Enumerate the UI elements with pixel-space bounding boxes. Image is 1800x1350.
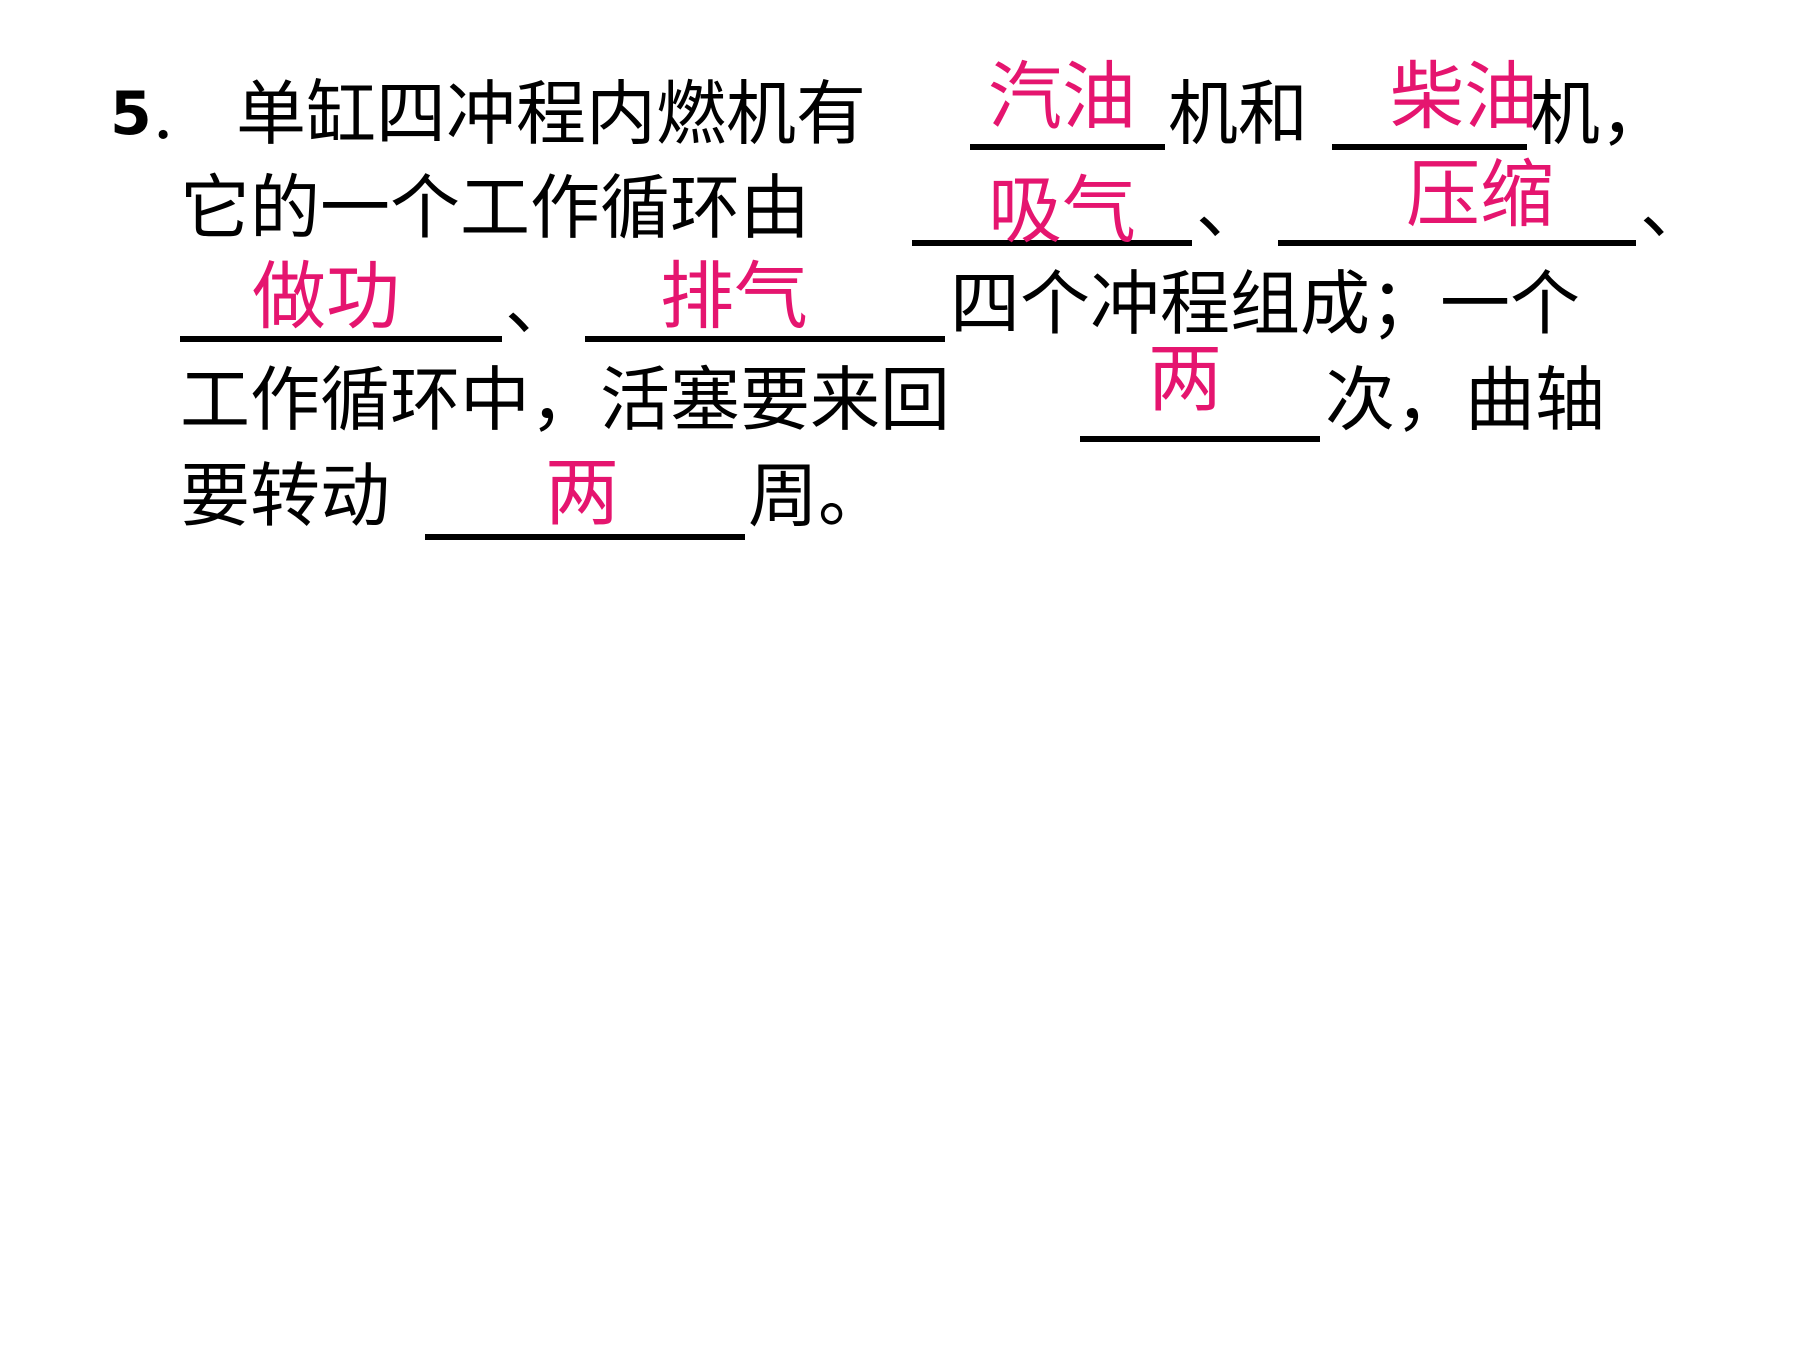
blank-4 <box>1278 240 1636 246</box>
question-line-5: 要转动 周。 <box>0 446 1800 546</box>
question-text-2-2: 、 <box>1196 167 1266 249</box>
question-text-2-1: 它的一个工作循环由 <box>180 167 810 249</box>
answer-8: 两 <box>545 450 619 536</box>
question-text-1-2: 机和 <box>1168 73 1308 155</box>
question-text-5-2: 周。 <box>748 455 888 537</box>
question-line-1: 5 . 单缸四冲程内燃机有 机和 机， <box>0 64 1800 164</box>
question-text-3-1: 、 <box>505 263 575 345</box>
question-line-3: 、 四个冲程组成；一个 <box>0 254 1800 354</box>
answer-5: 做功 <box>252 254 400 340</box>
answer-4: 压缩 <box>1406 152 1554 238</box>
blank-5 <box>180 336 502 342</box>
answer-1: 汽油 <box>988 54 1136 140</box>
answer-2: 柴油 <box>1390 54 1538 140</box>
blank-7 <box>1080 436 1320 442</box>
blank-1 <box>970 144 1165 150</box>
answer-6: 排气 <box>660 254 808 340</box>
question-text-1-1: 单缸四冲程内燃机有 <box>236 73 866 155</box>
blank-6 <box>585 336 945 342</box>
question-line-2: 它的一个工作循环由 、 、 <box>0 158 1800 258</box>
question-text-2-3: 、 <box>1640 167 1710 249</box>
blank-3 <box>912 240 1192 246</box>
question-line-4: 工作循环中，活塞要来回 次，曲轴 <box>0 350 1800 450</box>
question-number: 5 <box>110 79 152 149</box>
question-text-3-2: 四个冲程组成；一个 <box>950 263 1580 345</box>
question-text-4-2: 次，曲轴 <box>1325 359 1605 441</box>
question-number-dot: . <box>152 73 175 155</box>
answer-7: 两 <box>1148 336 1222 422</box>
question-text-4-1: 工作循环中，活塞要来回 <box>180 359 950 441</box>
question-text-1-3: 机， <box>1530 73 1670 155</box>
question-text-5-1: 要转动 <box>180 455 390 537</box>
blank-2 <box>1332 144 1527 150</box>
blank-8 <box>425 534 745 540</box>
answer-3: 吸气 <box>988 168 1136 254</box>
